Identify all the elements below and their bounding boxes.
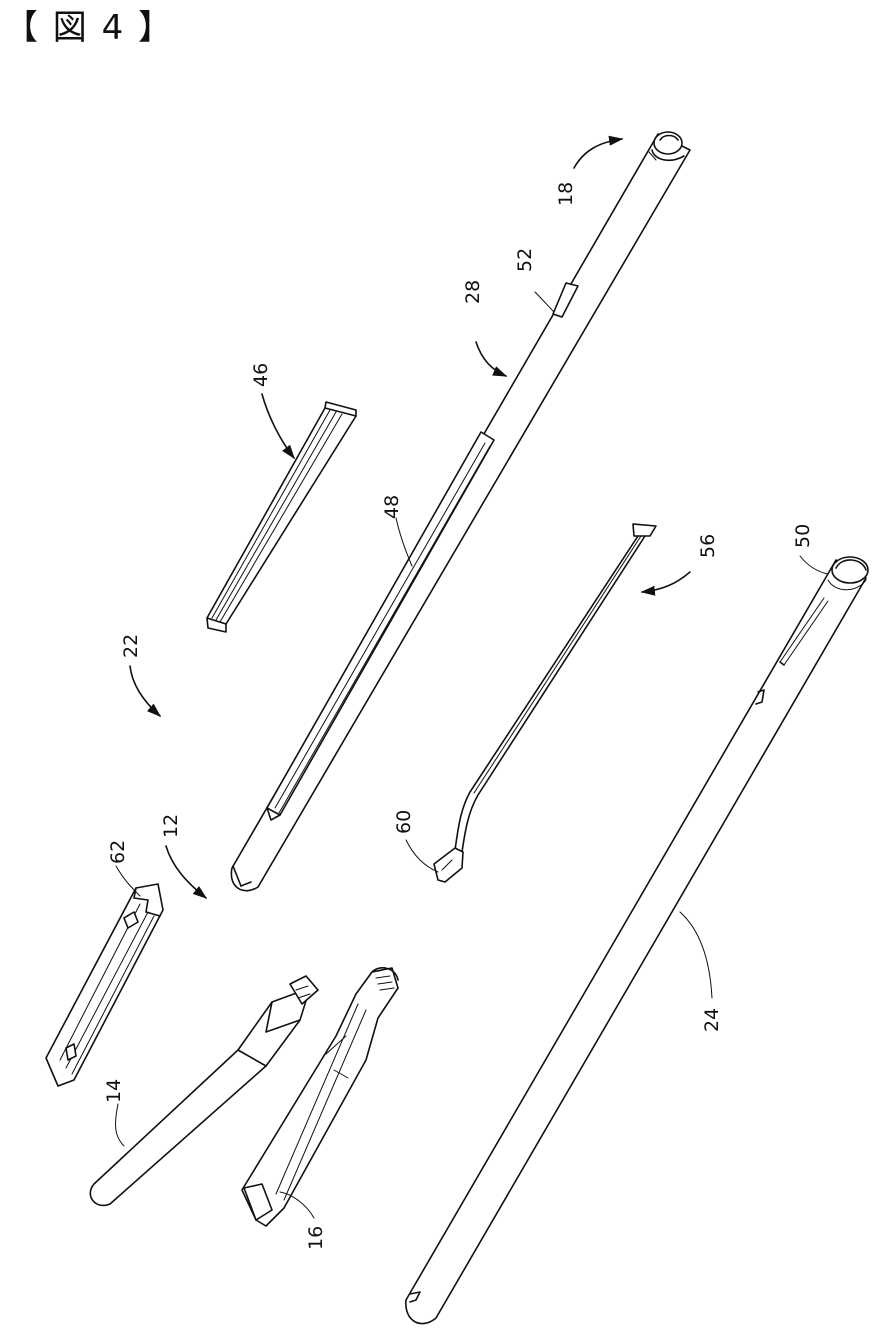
- leader-28-arrow: [476, 342, 506, 376]
- leader-50: [800, 556, 828, 574]
- part-56-rod: [434, 524, 656, 882]
- leader-56-arrow: [642, 572, 690, 592]
- leader-22-arrow: [130, 666, 160, 716]
- label-56: 56: [697, 534, 719, 558]
- label-18: 18: [555, 182, 577, 206]
- part-28-upper-shaft: [231, 132, 690, 891]
- label-50: 50: [792, 524, 814, 548]
- part-16-jaw: [242, 968, 398, 1226]
- label-48: 48: [381, 495, 403, 519]
- label-46: 46: [250, 363, 272, 387]
- part-24-outer-tube: [406, 557, 868, 1324]
- leader-60: [406, 840, 438, 872]
- leader-46-arrow: [262, 394, 294, 458]
- label-24: 24: [701, 1008, 723, 1032]
- leader-18-arrow: [574, 139, 622, 168]
- label-14: 14: [103, 1079, 125, 1103]
- part-62-bracket: [46, 884, 163, 1086]
- label-16: 16: [305, 1226, 327, 1250]
- label-12: 12: [160, 814, 182, 838]
- label-62: 62: [107, 840, 129, 864]
- part-46-strip: [207, 402, 356, 632]
- label-52: 52: [514, 248, 536, 272]
- leader-24: [680, 912, 712, 998]
- leader-14: [116, 1104, 124, 1146]
- label-28: 28: [462, 280, 484, 304]
- label-22: 22: [120, 634, 142, 658]
- label-60: 60: [393, 810, 415, 834]
- leader-52: [535, 292, 554, 312]
- leader-12-arrow: [166, 846, 206, 898]
